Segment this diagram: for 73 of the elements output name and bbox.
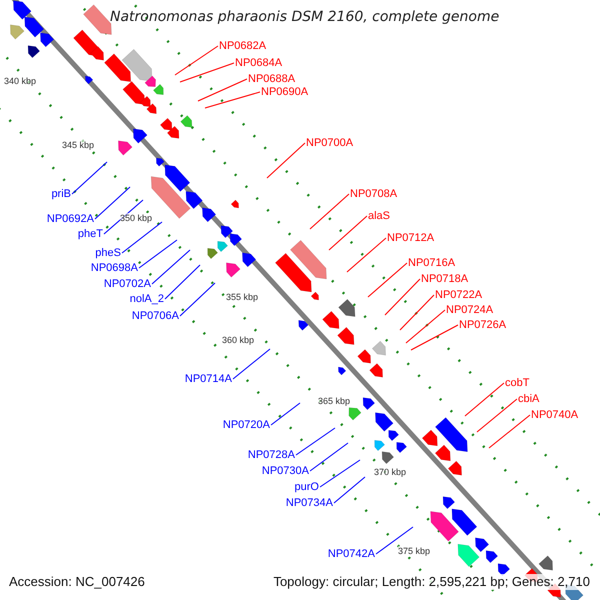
leader-line — [488, 414, 530, 448]
gene-label: NP0716A — [408, 257, 456, 270]
leader-line — [270, 402, 300, 426]
gene-label: cbiA — [518, 393, 540, 406]
leader-line — [310, 194, 350, 230]
accession-text: Accession: NC_007426 — [9, 574, 145, 590]
gene-label: NP0730A — [262, 465, 309, 478]
scale-tick-label: 365 kbp — [318, 396, 350, 407]
leader-line — [464, 382, 504, 416]
gene-label: priB — [51, 188, 71, 201]
leader-line — [138, 240, 178, 268]
gene-label: NP0718A — [421, 273, 468, 286]
leader-line — [384, 278, 420, 316]
gene-label: NP0722A — [435, 289, 482, 302]
gene-label: alaS — [368, 210, 390, 223]
leader-line — [232, 348, 270, 380]
gene-label: NP0690A — [261, 86, 308, 99]
gene-label: NP0726A — [459, 319, 506, 332]
leader-line — [180, 282, 216, 316]
gene-label: purO — [294, 481, 319, 494]
gene-label: NP0740A — [531, 409, 578, 422]
leader-line — [400, 294, 434, 330]
leader-line — [204, 92, 260, 108]
leader-line — [266, 142, 306, 178]
leader-line — [72, 162, 108, 194]
gene-label: nolA_2 — [130, 293, 164, 306]
scale-tick-label: 340 kbp — [4, 76, 36, 87]
scale-tick-label: 350 kbp — [120, 213, 152, 224]
gene-label: cobT — [505, 377, 530, 390]
scale-tick-label: 360 kbp — [222, 335, 254, 346]
leader-line — [346, 238, 386, 272]
gene-label: NP0700A — [306, 137, 354, 150]
gene-label: NP0698A — [90, 262, 138, 275]
leader-line — [180, 62, 234, 82]
gene-label: NP0684A — [235, 57, 282, 70]
leader-line — [376, 526, 414, 554]
gene-label: NP0728A — [248, 449, 295, 462]
gene-label: pheT — [78, 228, 103, 241]
gene-label: NP0720A — [222, 419, 270, 432]
gene-label: NP0712A — [387, 232, 434, 245]
leader-line — [406, 310, 446, 344]
gene-label: NP0724A — [446, 304, 494, 317]
gene-label: NP0692A — [46, 213, 94, 226]
gene-label: NP0688A — [248, 73, 296, 86]
leader-line — [410, 324, 458, 350]
leader-line — [310, 442, 348, 472]
gene-label: pheS — [95, 247, 121, 260]
gene-label: NP0734A — [286, 497, 333, 510]
leader-line — [368, 262, 408, 298]
leader-line — [174, 46, 218, 76]
scale-tick-label: 345 kbp — [62, 140, 94, 151]
leader-line — [122, 222, 162, 254]
leader-line — [164, 264, 200, 300]
leader-line — [104, 200, 144, 234]
gene-label: NP0702A — [104, 278, 151, 291]
leader-line — [198, 78, 248, 102]
scale-tick-label: 355 kbp — [226, 292, 258, 303]
leader-line — [476, 398, 518, 432]
leader-line — [94, 186, 130, 220]
genome-summary-text: Topology: circular; Length: 2,595,221 bp; Genes: 2,710 — [273, 574, 590, 590]
leader-line — [320, 460, 360, 488]
scale-tick-label: 375 kbp — [398, 546, 430, 557]
map-title: Natronomonas pharaonis DSM 2160, complete genome — [110, 8, 500, 26]
gene-label: NP0682A — [219, 40, 266, 53]
gene-label: NP0742A — [328, 548, 375, 561]
leader-line — [334, 476, 366, 504]
scale-tick-label: 370 kbp — [374, 467, 406, 478]
leader-line — [296, 428, 336, 456]
gene-label: NP0714A — [184, 373, 232, 386]
leader-line — [152, 250, 190, 284]
leader-line — [328, 216, 368, 250]
gene-label: NP0706A — [132, 310, 179, 323]
gene-label: NP0708A — [350, 188, 398, 201]
